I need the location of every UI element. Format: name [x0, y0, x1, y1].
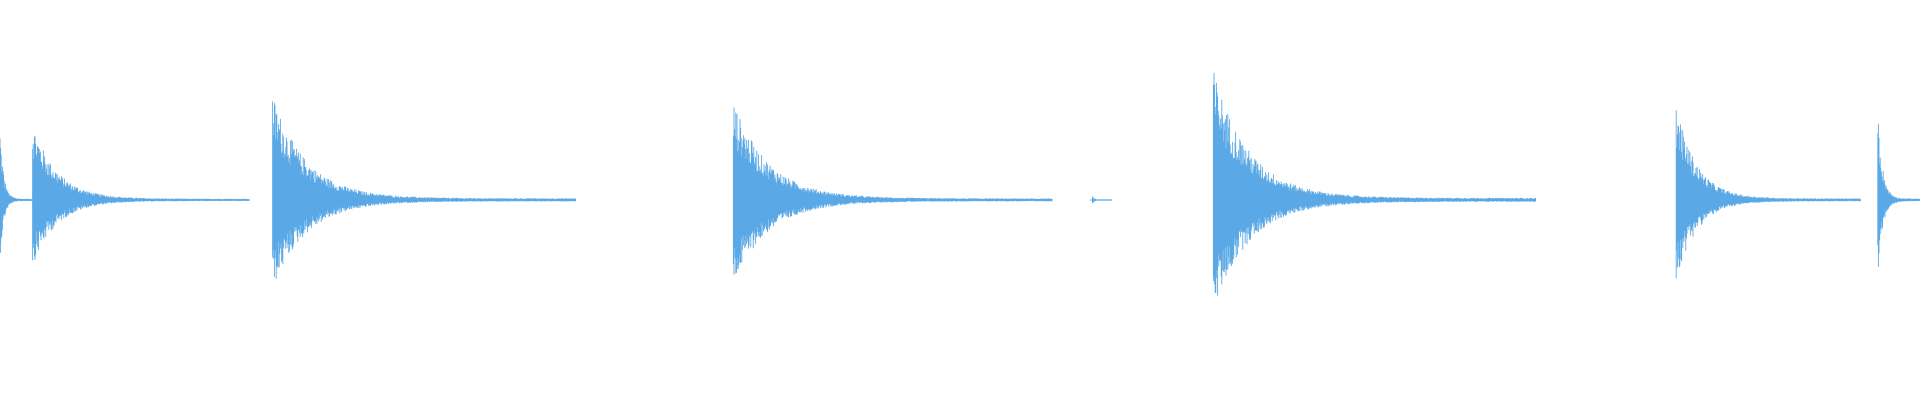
waveform-event-0-samples: [0, 138, 33, 253]
waveform-event-0: [0, 138, 33, 253]
waveform-trace: [0, 72, 1920, 296]
waveform-event-2: [272, 101, 577, 279]
waveform-event-3-samples: [732, 107, 1053, 275]
waveform-event-1-samples: [32, 136, 250, 261]
waveform-event-5: [1212, 72, 1537, 296]
waveform-event-3: [732, 107, 1053, 275]
waveform-event-2-samples: [272, 101, 577, 279]
waveform-event-5-samples: [1212, 72, 1537, 296]
waveform-event-1: [32, 136, 250, 261]
waveform-event-7: [1877, 123, 1920, 267]
waveform-event-6: [1675, 110, 1861, 279]
waveform-event-6-samples: [1675, 110, 1861, 279]
waveform-event-7-samples: [1877, 123, 1920, 267]
